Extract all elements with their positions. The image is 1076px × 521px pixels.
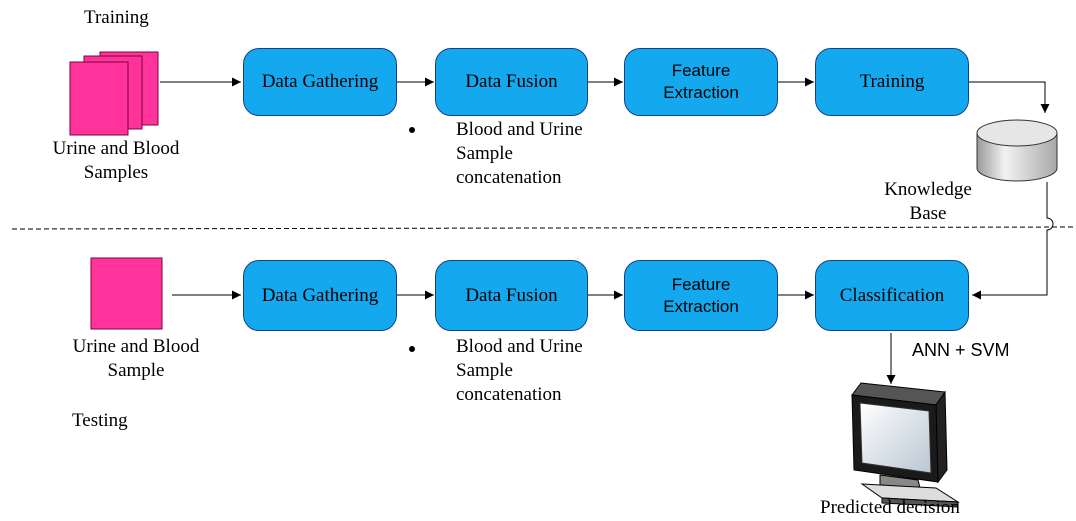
sample-icon — [90, 257, 163, 330]
arrow-to-knowledge-base — [969, 81, 1050, 113]
section-divider — [11, 226, 1076, 230]
training-fusion-note: Blood and Urine Sample concatenation — [456, 119, 583, 188]
classifier-label: ANN + SVM — [912, 340, 1010, 360]
bullet — [409, 346, 415, 352]
training-data-fusion-step: Data Fusion — [435, 48, 588, 116]
output-label: Predicted decision — [820, 497, 960, 518]
training-input-label: Urine and Blood Samples — [52, 138, 180, 183]
training-data-gathering-step: Data Gathering — [243, 48, 397, 116]
testing-fusion-note: Blood and Urine Sample concatenation — [456, 336, 583, 405]
testing-input-label: Urine and Blood Sample — [72, 336, 200, 381]
training-feature-extraction-step: Feature Extraction — [624, 48, 778, 116]
training-step: Training — [815, 48, 969, 116]
testing-section-label: Testing — [72, 410, 128, 431]
sample-stack-icon — [69, 51, 159, 136]
arrow-from-knowledge-base — [972, 182, 1054, 300]
training-section-label: Training — [84, 7, 149, 28]
testing-feature-extraction-step: Feature Extraction — [624, 260, 778, 331]
testing-data-fusion-step: Data Fusion — [435, 260, 588, 331]
testing-data-gathering-step: Data Gathering — [243, 260, 397, 331]
classification-step: Classification — [815, 260, 969, 331]
knowledge-base-label: Knowledge Base — [884, 179, 972, 224]
monitor-icon — [851, 382, 960, 508]
bullet — [409, 127, 415, 133]
database-icon — [976, 119, 1058, 182]
